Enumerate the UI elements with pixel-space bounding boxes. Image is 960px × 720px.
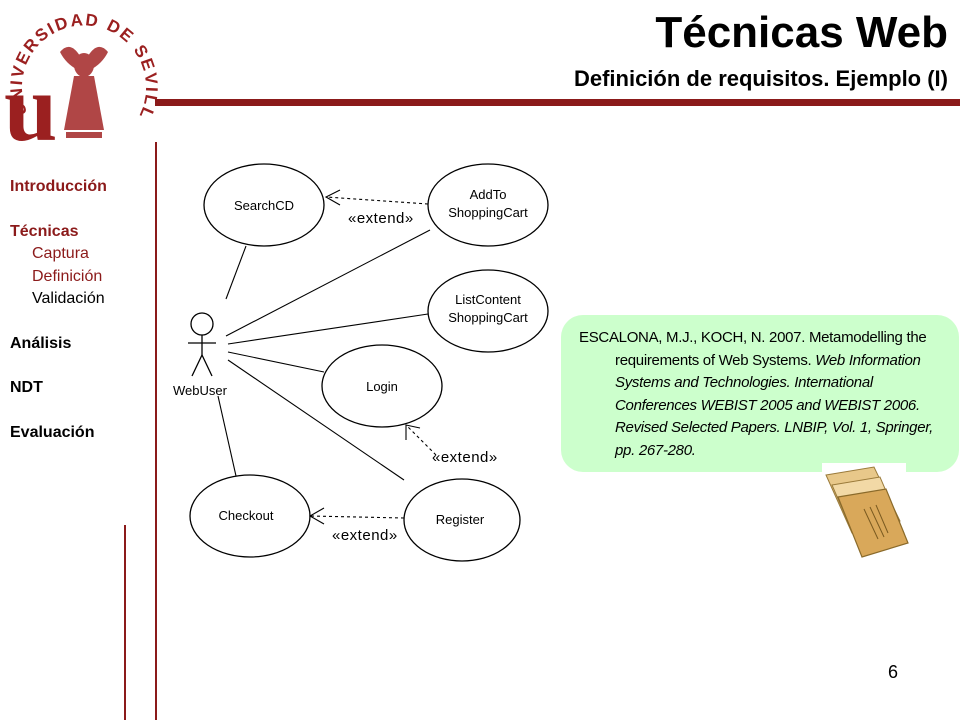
section-nav: Introducción Técnicas Captura Definición… bbox=[10, 176, 107, 444]
sidebar-divider-secondary bbox=[124, 525, 126, 720]
nav-subitem-definicion[interactable]: Definición bbox=[32, 267, 103, 285]
folder-icon bbox=[822, 463, 909, 558]
extend-arrows bbox=[308, 189, 437, 525]
university-logo: UNIVERSIDAD DE SEVILLA u bbox=[0, 0, 159, 150]
label-searchcd: SearchCD bbox=[234, 198, 294, 213]
page-title: Técnicas Web bbox=[655, 8, 948, 57]
reference-citation: ESCALONA, M.J., KOCH, N. 2007. Metamodel… bbox=[579, 327, 941, 462]
label-extend-1: «extend» bbox=[348, 210, 414, 227]
label-listcontent-1: ListContent bbox=[455, 292, 521, 307]
reference-note: ESCALONA, M.J., KOCH, N. 2007. Metamodel… bbox=[561, 315, 959, 472]
nav-item-evaluacion[interactable]: Evaluación bbox=[10, 423, 95, 441]
use-case-listcontent bbox=[427, 269, 549, 353]
label-login: Login bbox=[366, 379, 398, 394]
label-addto-2: ShoppingCart bbox=[448, 205, 528, 220]
nav-item-ndt[interactable]: NDT bbox=[10, 379, 43, 396]
page-subtitle: Definición de requisitos. Ejemplo (I) bbox=[573, 66, 948, 91]
associations bbox=[217, 229, 431, 481]
label-addto-1: AddTo bbox=[470, 187, 507, 202]
nav-item-tecnicas[interactable]: Técnicas bbox=[10, 222, 79, 240]
actor-webuser bbox=[188, 312, 216, 377]
use-case-register bbox=[403, 478, 521, 562]
label-checkout: Checkout bbox=[219, 508, 274, 523]
nav-subitem-captura[interactable]: Captura bbox=[32, 245, 89, 262]
logo-figure bbox=[60, 46, 108, 138]
header-rule bbox=[155, 99, 960, 106]
use-case-login bbox=[321, 344, 443, 428]
use-case-addto bbox=[427, 163, 549, 247]
label-listcontent-2: ShoppingCart bbox=[448, 310, 528, 325]
nav-item-analisis[interactable]: Análisis bbox=[10, 334, 72, 352]
logo-monogram: u bbox=[4, 54, 57, 150]
label-extend-2: «extend» bbox=[432, 449, 498, 466]
label-register: Register bbox=[436, 512, 485, 527]
label-webuser: WebUser bbox=[173, 383, 228, 398]
use-case-diagram: SearchCD AddTo ShoppingCart ListContent … bbox=[173, 163, 549, 562]
use-case-searchcd bbox=[203, 163, 325, 247]
nav-item-introduccion[interactable]: Introducción bbox=[10, 178, 107, 195]
reference-authors: ESCALONA, M.J., KOCH, N. 2007. bbox=[579, 329, 806, 346]
label-extend-3: «extend» bbox=[332, 527, 398, 544]
page-number: 6 bbox=[888, 662, 899, 682]
reference-venue: Web Information Systems and Technologies… bbox=[615, 351, 933, 459]
reference-title: Metamodelling the requirements of Web Sy… bbox=[615, 329, 927, 369]
sidebar-divider bbox=[155, 142, 157, 720]
nav-subitem-validacion[interactable]: Validación bbox=[32, 290, 105, 307]
